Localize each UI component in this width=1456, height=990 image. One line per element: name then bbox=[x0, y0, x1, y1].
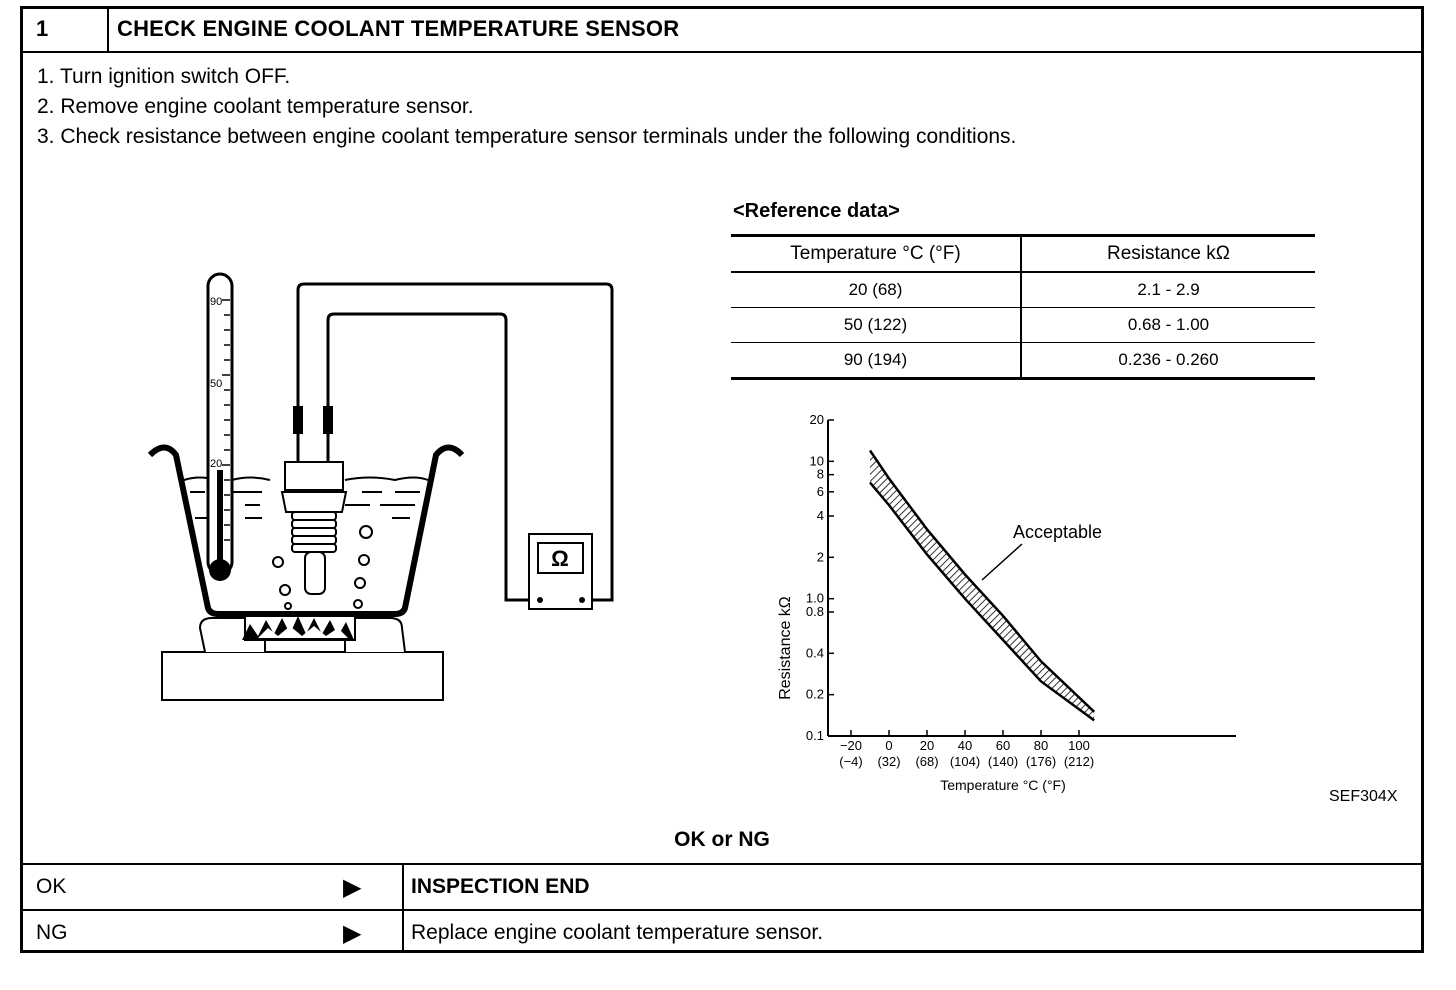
result-label: NG bbox=[36, 921, 68, 944]
thermometer-mark: 20 bbox=[210, 458, 222, 470]
y-tick-label: 6 bbox=[817, 484, 824, 499]
column-header: Resistance kΩ bbox=[1021, 234, 1315, 273]
chart-ylabel: Resistance kΩ bbox=[777, 596, 794, 700]
column-header: Temperature °C (°F) bbox=[731, 234, 1022, 273]
y-tick-label: 0.8 bbox=[806, 604, 824, 619]
table-cell: 90 (194) bbox=[731, 342, 1022, 380]
step-header: 1 CHECK ENGINE COOLANT TEMPERATURE SENSO… bbox=[20, 6, 1424, 53]
y-tick-label: 0.1 bbox=[806, 728, 824, 743]
arrow-right-icon: ▶ bbox=[343, 874, 362, 901]
x-tick-label: 80 bbox=[1034, 738, 1048, 753]
y-tick-label: 20 bbox=[810, 412, 824, 427]
instruction-item: 3. Check resistance between engine coola… bbox=[37, 125, 1017, 148]
result-prompt: OK or NG bbox=[674, 828, 770, 851]
result-table: OK ▶ INSPECTION END NG ▶ Replace engine … bbox=[20, 863, 1424, 953]
x-tick-label: (140) bbox=[988, 754, 1018, 769]
table-cell: 0.68 - 1.00 bbox=[1021, 307, 1315, 343]
thermometer: 90 50 20 bbox=[206, 272, 234, 581]
x-tick-label: 100 bbox=[1068, 738, 1090, 753]
acceptable-band bbox=[870, 450, 1095, 721]
reference-title: <Reference data> bbox=[733, 200, 900, 222]
thermometer-mark: 90 bbox=[210, 296, 222, 308]
table-cell: 20 (68) bbox=[731, 272, 1022, 308]
y-tick-label: 2 bbox=[817, 549, 824, 564]
chart-annotation: Acceptable bbox=[1013, 522, 1102, 542]
resistance-temperature-chart: 0.10.20.40.81.024681020−20(−4)0(32)20(68… bbox=[777, 412, 1236, 793]
y-tick-label: 10 bbox=[810, 453, 824, 468]
table-cell: 2.1 - 2.9 bbox=[1021, 272, 1315, 308]
x-tick-label: (176) bbox=[1026, 754, 1056, 769]
table-row: 90 (194) 0.236 - 0.260 bbox=[731, 342, 1315, 380]
flame-icon bbox=[242, 616, 354, 640]
y-tick-label: 4 bbox=[817, 508, 824, 523]
procedure-frame bbox=[20, 6, 1424, 953]
instruction-list: 1. Turn ignition switch OFF. 2. Remove e… bbox=[37, 62, 1016, 152]
instruction-item: 1. Turn ignition switch OFF. bbox=[37, 65, 291, 88]
table-cell: 0.236 - 0.260 bbox=[1021, 342, 1315, 380]
step-title: CHECK ENGINE COOLANT TEMPERATURE SENSOR bbox=[117, 16, 680, 41]
result-divider bbox=[402, 865, 404, 953]
result-action: INSPECTION END bbox=[411, 875, 590, 898]
y-tick-label: 0.4 bbox=[806, 645, 824, 660]
ohmmeter: Ω bbox=[528, 533, 593, 610]
x-tick-label: (212) bbox=[1064, 754, 1094, 769]
pot bbox=[147, 444, 465, 617]
header-divider bbox=[107, 6, 109, 51]
chart-xlabel: Temperature °C (°F) bbox=[940, 777, 1066, 793]
y-tick-label: 8 bbox=[817, 467, 824, 482]
table-row: 20 (68) 2.1 - 2.9 bbox=[731, 272, 1315, 308]
stove-base bbox=[161, 651, 444, 701]
result-label: OK bbox=[36, 875, 67, 898]
figure-code: SEF304X bbox=[1329, 788, 1398, 805]
lower-limit-line bbox=[869, 481, 1095, 722]
result-action: Replace engine coolant temperature senso… bbox=[411, 921, 824, 944]
result-row-ng: NG ▶ Replace engine coolant temperature … bbox=[20, 909, 1424, 955]
y-tick-label: 0.2 bbox=[806, 687, 824, 702]
upper-limit-line bbox=[868, 449, 1096, 713]
table-cell: 50 (122) bbox=[731, 307, 1022, 343]
coolant-temperature-sensor bbox=[280, 461, 348, 595]
burner bbox=[264, 639, 346, 653]
x-tick-label: 40 bbox=[958, 738, 972, 753]
x-tick-label: (−4) bbox=[839, 754, 862, 769]
x-tick-label: (32) bbox=[877, 754, 900, 769]
annotation-leader bbox=[981, 543, 1023, 581]
table-row: 50 (122) 0.68 - 1.00 bbox=[731, 307, 1315, 343]
thermometer-mark: 50 bbox=[210, 378, 222, 390]
water-surface bbox=[190, 491, 420, 519]
step-number: 1 bbox=[36, 16, 49, 41]
test-setup-illustration: 90 50 20 Ω bbox=[147, 272, 614, 701]
y-tick-label: 1.0 bbox=[806, 591, 824, 606]
bubbles bbox=[272, 525, 373, 610]
arrow-right-icon: ▶ bbox=[343, 920, 362, 947]
x-tick-label: (104) bbox=[950, 754, 980, 769]
x-tick-label: 0 bbox=[885, 738, 892, 753]
instruction-item: 2. Remove engine coolant temperature sen… bbox=[37, 95, 474, 118]
x-tick-label: (68) bbox=[915, 754, 938, 769]
table-header-row: Temperature °C (°F) Resistance kΩ bbox=[731, 234, 1315, 273]
x-tick-label: 20 bbox=[920, 738, 934, 753]
reference-table: Temperature °C (°F) Resistance kΩ 20 (68… bbox=[731, 234, 1315, 380]
test-leads bbox=[296, 282, 614, 602]
x-tick-label: −20 bbox=[840, 738, 862, 753]
ohm-icon: Ω bbox=[551, 546, 569, 571]
x-tick-label: 60 bbox=[996, 738, 1010, 753]
result-row-ok: OK ▶ INSPECTION END bbox=[20, 865, 1424, 909]
